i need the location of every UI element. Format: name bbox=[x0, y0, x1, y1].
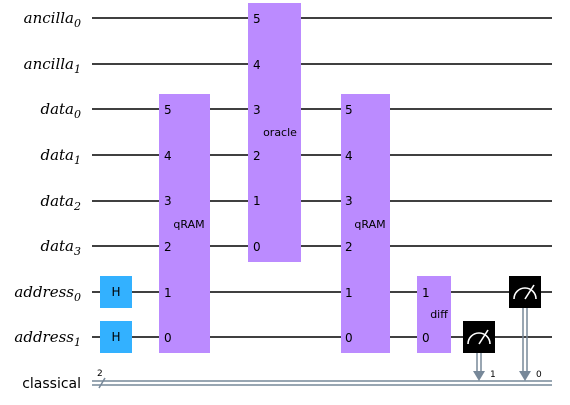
qubit-label-ancilla-0: ancilla0 bbox=[24, 9, 81, 30]
qram-gate-2: 5 4 3 2 1 0 qRAM bbox=[341, 94, 390, 353]
meter-icon bbox=[513, 287, 537, 300]
qram2-label: qRAM bbox=[354, 218, 385, 231]
qram1-pin-3: 3 bbox=[164, 194, 172, 208]
qram1-pin-1: 1 bbox=[164, 286, 172, 300]
oracle-pin-1: 1 bbox=[253, 194, 261, 208]
meter-icon bbox=[467, 332, 491, 345]
oracle-gate: 5 4 3 2 1 0 oracle bbox=[248, 3, 301, 262]
qubit-label-data-0: data0 bbox=[40, 100, 81, 121]
oracle-label: oracle bbox=[263, 126, 297, 139]
qram1-pin-0: 0 bbox=[164, 331, 172, 345]
oracle-pin-2: 2 bbox=[253, 149, 261, 163]
svg-text:H: H bbox=[111, 285, 120, 299]
qram1-label: qRAM bbox=[173, 218, 204, 231]
qram2-pin-3: 3 bbox=[345, 194, 353, 208]
measure-gate-address-1: 1 bbox=[463, 321, 496, 381]
h-gate-address-0: H bbox=[100, 276, 132, 308]
qram-gate-1: 5 4 3 2 1 0 qRAM bbox=[159, 94, 210, 353]
diff-pin-1: 1 bbox=[422, 286, 430, 300]
qram1-pin-5: 5 bbox=[164, 103, 172, 117]
qram2-pin-5: 5 bbox=[345, 103, 353, 117]
qram1-pin-4: 4 bbox=[164, 149, 172, 163]
diff-gate: 1 0 diff bbox=[417, 276, 451, 353]
measure-gate-address-0: 0 bbox=[509, 276, 542, 381]
qubit-label-ancilla-1: ancilla1 bbox=[24, 55, 81, 76]
oracle-pin-5: 5 bbox=[253, 12, 261, 26]
qram2-pin-2: 2 bbox=[345, 240, 353, 254]
measure-bit-label-1: 1 bbox=[490, 370, 496, 380]
h-gate-address-1: H bbox=[100, 321, 132, 353]
measure-arrow-1 bbox=[473, 371, 485, 381]
qubit-label-address-1: address1 bbox=[14, 328, 81, 349]
classical-width-label: 2 bbox=[97, 369, 103, 379]
qubit-label-data-3: data3 bbox=[40, 237, 81, 258]
classical-wire: 2 bbox=[92, 369, 552, 389]
diff-pin-0: 0 bbox=[422, 331, 430, 345]
oracle-pin-0: 0 bbox=[253, 240, 261, 254]
bus-slash bbox=[98, 377, 106, 389]
qram2-pin-1: 1 bbox=[345, 286, 353, 300]
svg-text:H: H bbox=[111, 330, 120, 344]
measure-bit-label-0: 0 bbox=[536, 370, 542, 380]
classical-register-label: classical bbox=[22, 376, 81, 392]
oracle-pin-3: 3 bbox=[253, 103, 261, 117]
measure-arrow-0 bbox=[519, 371, 531, 381]
oracle-pin-4: 4 bbox=[253, 58, 261, 72]
qubit-label-address-0: address0 bbox=[14, 283, 81, 304]
qram1-pin-2: 2 bbox=[164, 240, 172, 254]
qram2-pin-0: 0 bbox=[345, 331, 353, 345]
diff-label: diff bbox=[430, 308, 448, 321]
qram2-pin-4: 4 bbox=[345, 149, 353, 163]
qubit-label-data-2: data2 bbox=[40, 192, 81, 213]
qubit-label-data-1: data1 bbox=[40, 146, 81, 167]
